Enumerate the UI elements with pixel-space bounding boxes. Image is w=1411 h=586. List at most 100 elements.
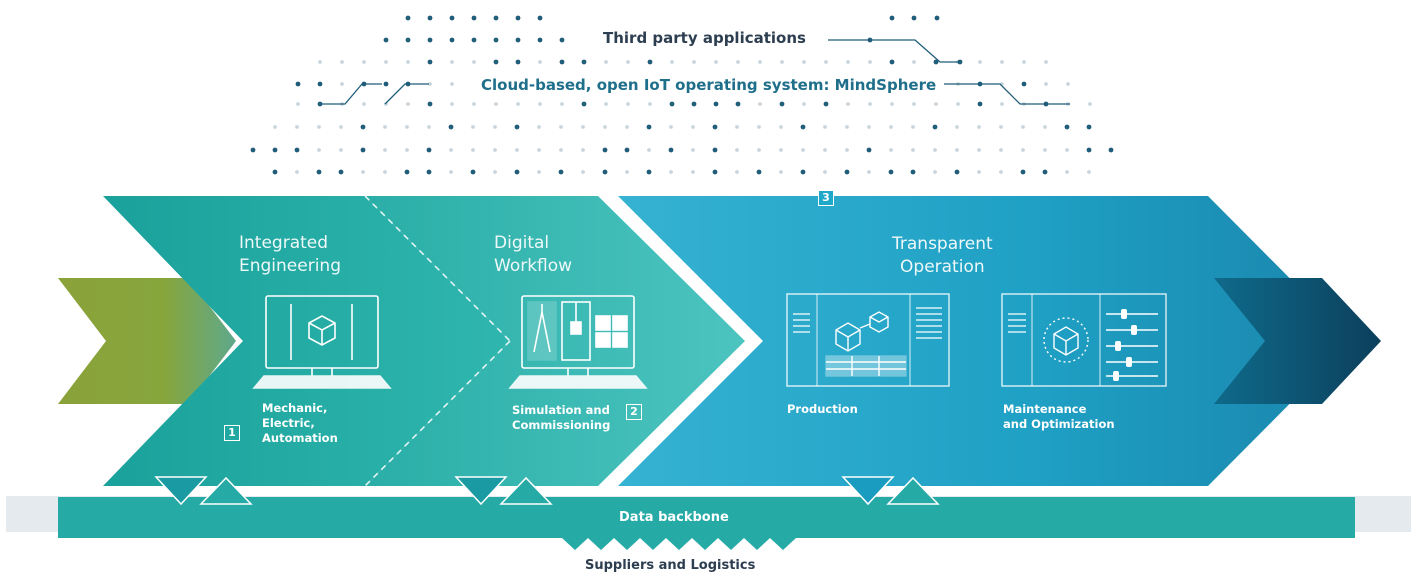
cloud-dot <box>1044 82 1048 86</box>
cloud-dot <box>426 147 432 153</box>
cloud-dot <box>691 170 695 174</box>
third-party-applications-label: Third party applications <box>603 29 806 47</box>
maintenance-dashboard-icon <box>1001 293 1167 387</box>
cloud-dot <box>514 124 520 130</box>
integrated-engineering-title-line1: Integrated <box>239 233 329 253</box>
cloud-dot <box>538 102 542 106</box>
cloud-dot <box>1065 170 1069 174</box>
transparent-operation-title-line2: Operation <box>900 257 985 277</box>
cloud-dot <box>1042 169 1048 175</box>
cloud-dot <box>999 148 1003 152</box>
cloud-dot <box>1020 169 1026 175</box>
cloud-dot <box>1086 147 1092 153</box>
cloud-dot <box>668 147 674 153</box>
cloud-dot <box>712 169 718 175</box>
cloud-dot <box>1022 60 1026 64</box>
cloud-dot <box>1043 125 1047 129</box>
cloud-dot <box>736 60 740 64</box>
cloud-dot <box>449 37 455 43</box>
cloud-dot <box>823 125 827 129</box>
cloud-dot <box>1043 148 1047 152</box>
cloud-dot <box>383 170 387 174</box>
cloud-dot <box>404 169 410 175</box>
integrated-engineering-title: Integrated Engineering <box>239 232 341 278</box>
cloud-dot <box>845 148 849 152</box>
cloud-dot <box>581 101 587 107</box>
cloud-dot <box>911 125 915 129</box>
cloud-dot <box>339 125 343 129</box>
cloud-dot <box>406 102 410 106</box>
cloud-dot <box>1021 125 1025 129</box>
cloud-dot <box>889 125 893 129</box>
cloud-dot <box>977 101 983 107</box>
cloud-dot <box>384 60 388 64</box>
cloud-dot <box>581 125 585 129</box>
cloud-dot <box>559 148 563 152</box>
cloud-dot <box>691 148 695 152</box>
cloud-dot <box>472 60 476 64</box>
description-line-mechanic: Mechanic, <box>262 401 328 415</box>
cloud-dot <box>472 102 476 106</box>
cloud-dot <box>493 37 499 43</box>
cloud-dot <box>977 170 981 174</box>
cloud-dot <box>932 124 938 130</box>
cloud-dot <box>912 102 916 106</box>
cloud-dot <box>537 125 541 129</box>
cloud-dot <box>1000 60 1004 64</box>
cloud-dot <box>272 169 278 175</box>
cloud-dot <box>780 60 784 64</box>
cloud-dot <box>516 102 520 106</box>
cloud-dot <box>405 15 411 21</box>
maintenance-line: Maintenance <box>1003 402 1087 416</box>
badge-3: 3 <box>818 190 834 206</box>
cloud-dot <box>538 60 542 64</box>
cloud-dot <box>448 124 454 130</box>
cloud-dot <box>779 101 785 107</box>
cloud-dot <box>362 60 366 64</box>
cloud-dot <box>669 101 675 107</box>
cloud-dot <box>340 60 344 64</box>
description-line-commissioning: Commissioning <box>512 418 611 432</box>
transparent-operation-title: Transparent Operation <box>892 233 993 279</box>
digital-workflow-arrow <box>365 196 745 486</box>
cloud-dot <box>427 125 431 129</box>
monitor-tools-icon <box>508 295 648 389</box>
cloud-dot <box>471 125 475 129</box>
cloud-dot <box>405 148 409 152</box>
digital-workflow-title-line1: Digital <box>494 233 550 253</box>
cloud-dot <box>515 37 521 43</box>
production-dashboard-icon <box>786 293 950 387</box>
integrated-engineering-title-line2: Engineering <box>239 256 341 276</box>
cloud-dot <box>867 170 871 174</box>
cloud-dot <box>911 148 915 152</box>
transparent-operation-arrow <box>618 196 1352 486</box>
cloud-dot <box>493 59 499 65</box>
cloud-dot <box>735 148 739 152</box>
badge-1: 1 <box>224 425 240 441</box>
cloud-dot <box>294 147 300 153</box>
cloud-dot <box>383 37 389 43</box>
cloud-dot <box>537 37 543 43</box>
cloud-dot <box>779 148 783 152</box>
cloud-dot <box>670 60 674 64</box>
cloud-dot <box>692 60 696 64</box>
cloud-dot <box>824 60 828 64</box>
cloud-dot <box>978 60 982 64</box>
cloud-dot <box>383 125 387 129</box>
cloud-dot <box>296 102 300 106</box>
cloud-dot <box>712 124 718 130</box>
cloud-dot <box>1065 148 1069 152</box>
cloud-dot <box>450 82 454 86</box>
cloud-dot <box>560 102 564 106</box>
cloud-dot <box>802 60 806 64</box>
cloud-dot <box>427 37 433 43</box>
description-line-automation: Automation <box>262 431 338 445</box>
cloud-dot <box>647 148 651 152</box>
cloud-dot <box>779 125 783 129</box>
cloud-dot <box>888 169 894 175</box>
cloud-dot <box>360 147 366 153</box>
cloud-dot <box>955 125 959 129</box>
cloud-dot <box>405 125 409 129</box>
cloud-dot <box>625 170 629 174</box>
cloud-dot <box>406 60 410 64</box>
